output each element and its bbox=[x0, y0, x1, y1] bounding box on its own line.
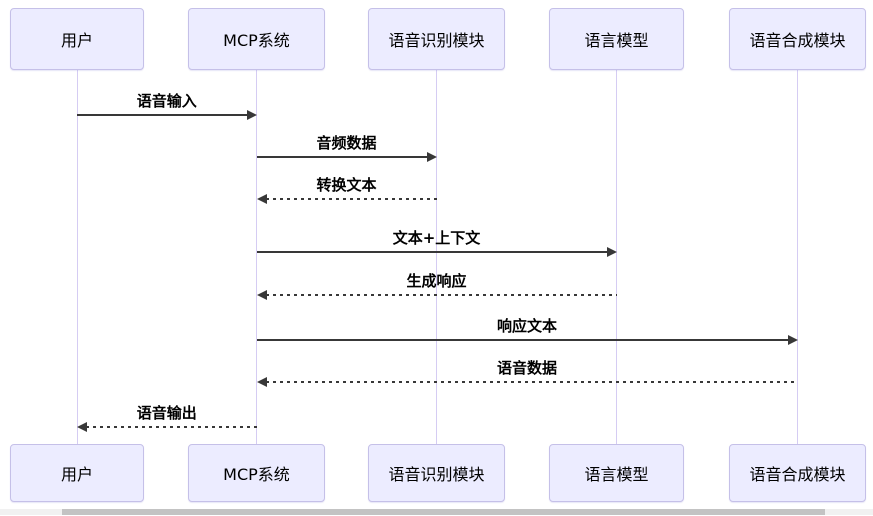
message-line-0 bbox=[77, 114, 248, 116]
participant-top-speech-synthesis-module: 语音合成模块 bbox=[729, 8, 866, 70]
arrowhead-icon bbox=[256, 377, 267, 387]
participant-bottom-speech-synthesis-module: 语音合成模块 bbox=[729, 444, 866, 502]
message-label-6: 语音数据 bbox=[496, 359, 558, 377]
message-label-7: 语音输出 bbox=[136, 404, 197, 422]
message-line-2 bbox=[265, 198, 437, 200]
lifeline-user bbox=[76, 70, 78, 444]
message-label-4: 生成响应 bbox=[406, 272, 467, 290]
message-line-7 bbox=[86, 426, 257, 428]
message-line-3 bbox=[256, 251, 608, 253]
message-label-1: 音频数据 bbox=[316, 134, 377, 152]
participant-top-speech-recognition-module: 语音识别模块 bbox=[368, 8, 505, 70]
lifeline-speech-recognition-module bbox=[436, 70, 437, 444]
participant-top-mcp-system: MCP系统 bbox=[188, 8, 325, 70]
message-line-5 bbox=[256, 339, 789, 341]
message-line-1 bbox=[256, 156, 428, 158]
participant-bottom-user: 用户 bbox=[10, 444, 144, 502]
message-label-0: 语音输入 bbox=[136, 92, 197, 110]
participant-bottom-mcp-system: MCP系统 bbox=[188, 444, 325, 502]
message-line-6 bbox=[265, 381, 798, 383]
arrowhead-icon bbox=[256, 290, 267, 300]
arrowhead-icon bbox=[426, 152, 437, 162]
arrowhead-icon bbox=[256, 194, 267, 204]
lifeline-speech-synthesis-module bbox=[797, 70, 798, 444]
arrowhead-icon bbox=[77, 422, 87, 432]
arrowhead-icon bbox=[787, 335, 798, 345]
message-label-3: 文本+上下文 bbox=[392, 229, 481, 247]
participant-bottom-language-model: 语言模型 bbox=[549, 444, 684, 502]
participant-top-user: 用户 bbox=[10, 8, 144, 70]
message-label-2: 转换文本 bbox=[316, 176, 377, 194]
participant-bottom-speech-recognition-module: 语音识别模块 bbox=[368, 444, 505, 502]
message-line-4 bbox=[265, 294, 617, 296]
arrowhead-icon bbox=[606, 247, 617, 257]
lifeline-mcp-system bbox=[256, 70, 257, 444]
message-label-5: 响应文本 bbox=[496, 317, 558, 335]
participant-top-language-model: 语言模型 bbox=[549, 8, 684, 70]
horizontal-scrollbar-thumb[interactable] bbox=[62, 509, 825, 515]
arrowhead-icon bbox=[246, 110, 257, 120]
lifeline-language-model bbox=[616, 70, 617, 444]
